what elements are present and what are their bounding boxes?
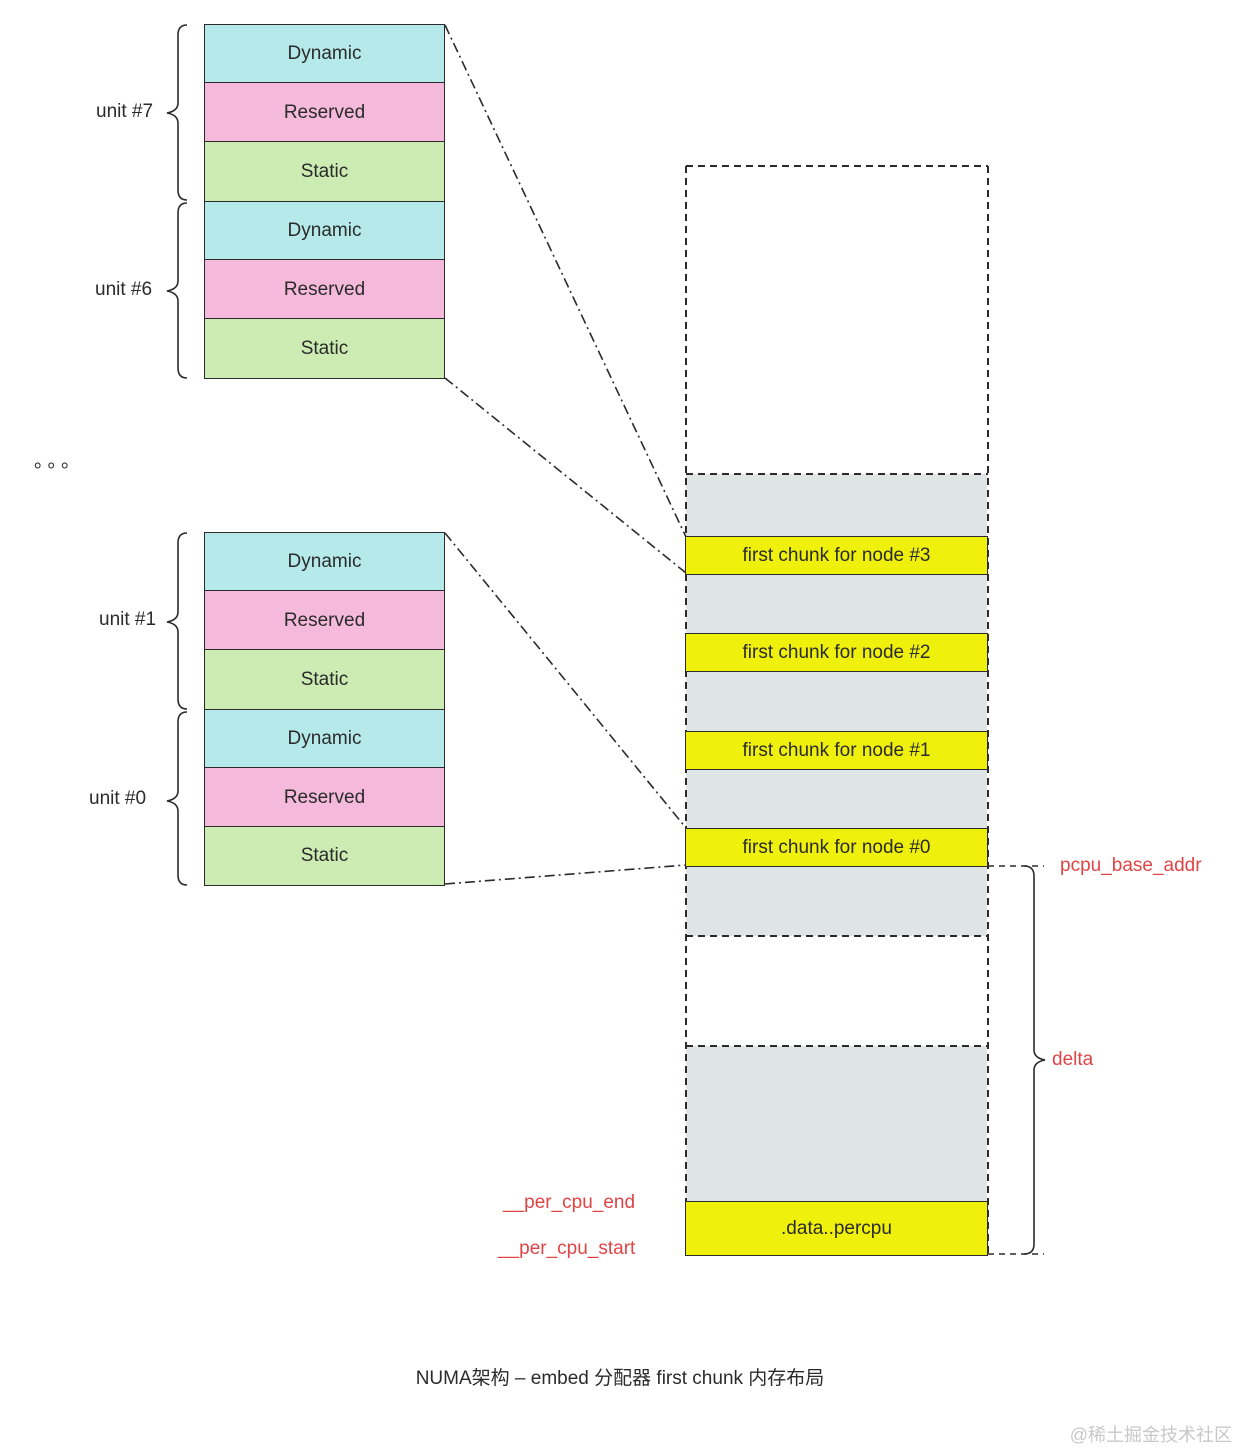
block-reserved: Reserved [204,259,445,320]
brace-unit7 [166,24,188,201]
brace-unit1 [166,532,188,710]
data-percpu-block: .data..percpu [685,1201,988,1256]
first-chunk-node-1: first chunk for node #1 [685,731,988,770]
block-static: Static [204,318,445,379]
connector-unit6-bottom [444,377,687,574]
ellipsis: 。。。 [34,451,85,472]
memory-gray-region-bottom [686,1046,987,1202]
connector-lines [444,24,687,885]
delta-guides [988,865,1044,1255]
pcpu-base-addr-label: pcpu_base_addr [1060,855,1202,876]
block-dynamic: Dynamic [204,709,445,769]
connector-unit1-top [444,532,687,829]
block-static: Static [204,826,445,886]
unit-label: unit #7 [96,101,154,122]
first-chunk-node-2: first chunk for node #2 [685,633,988,672]
diagram-caption: NUMA架构 – embed 分配器 first chunk 内存布局 [415,1368,825,1389]
block-reserved: Reserved [204,82,445,143]
brace-delta [1023,865,1046,1255]
first-chunk-node-3: first chunk for node #3 [685,536,988,575]
connector-unit7-top [444,24,687,538]
block-reserved: Reserved [204,767,445,828]
per-cpu-start-label: __per_cpu_start [498,1238,636,1259]
block-reserved: Reserved [204,590,445,651]
brace-unit0 [166,711,188,886]
block-dynamic: Dynamic [204,532,445,592]
unit-label: unit #0 [89,788,147,809]
unit-label: unit #1 [99,609,157,630]
watermark: @稀土掘金技术社区 [1069,1425,1232,1445]
delta-label: delta [1052,1049,1094,1070]
connector-unit0-bottom [444,864,687,885]
block-static: Static [204,141,445,203]
per-cpu-end-label: __per_cpu_end [503,1192,636,1213]
unit-braces [166,24,188,886]
unit-label: unit #6 [95,279,153,300]
block-dynamic: Dynamic [204,24,445,84]
block-dynamic: Dynamic [204,201,445,261]
first-chunk-node-0: first chunk for node #0 [685,828,988,867]
memory-column-outline [685,165,989,1256]
block-static: Static [204,649,445,711]
brace-unit6 [166,202,188,379]
